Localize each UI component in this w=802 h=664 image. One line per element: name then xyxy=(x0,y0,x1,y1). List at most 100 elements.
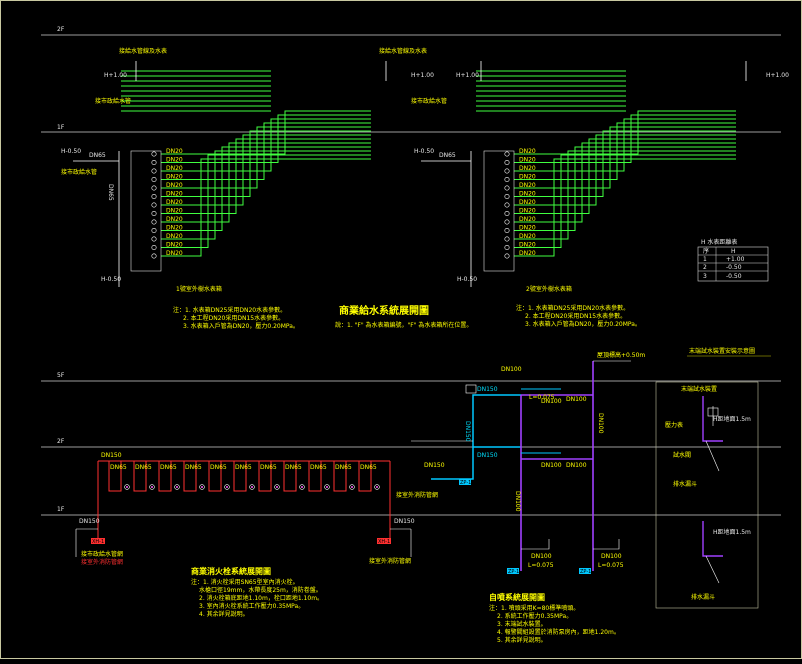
spr-end-top: L=0.075 xyxy=(529,394,555,401)
spr-pipe-6: DN100 xyxy=(541,462,562,469)
notes-right-block: 注：1. 水表箱DN25采用DN20水表參數。 2. 本工程DN20采用DN15… xyxy=(516,304,641,328)
note-right-2: 2. 本工程DN20采用DN15水表參數。 xyxy=(525,312,626,320)
detail-label-b: 壓力表 xyxy=(665,421,683,429)
legend-r1a: 1 xyxy=(703,256,707,263)
fh-branch-label: DN65 xyxy=(110,464,127,471)
fh-right-note: 接室外消防管網 xyxy=(369,557,411,565)
legend-r2b: -0.50 xyxy=(726,264,742,271)
detail-h2: H距地面1.5m xyxy=(713,528,751,536)
fh-note-5: 4. 其余詳見說明。 xyxy=(199,610,249,618)
spr-tag-box-3 xyxy=(459,479,471,485)
spr-pipe-5: DN100 xyxy=(566,462,587,469)
note-right-3: 3. 水表箱入戶管為DN20，壓力0.20MPa。 xyxy=(525,320,641,328)
branch-pipe-label: DN20 xyxy=(166,165,183,172)
spr-note-4: 4. 報警閥組設置於消防泵房內，距地1.20m。 xyxy=(497,628,620,636)
spr-tag-3: ZP-1 xyxy=(460,480,471,486)
main-pipe-left: DN65 xyxy=(89,152,106,159)
sprinkler-system: DN150 DN150 DN150 DN100 DN100 DN100 DN10… xyxy=(411,351,645,644)
fh-note-3: 2. 消火栓箱底距地1.10m，栓口距地1.10m。 xyxy=(199,594,323,602)
fh-left-note2: 接室外消防管網 xyxy=(81,558,123,566)
legend-r2a: 2 xyxy=(703,264,707,271)
branch-pipe-label: DN20 xyxy=(166,250,183,257)
fh-right-side-note: 接室外消防管網 xyxy=(396,491,438,499)
fh-pipe-left: DN150 xyxy=(79,518,100,525)
note-left-2: 2. 本工程DN20采用DN15水表參數。 xyxy=(183,314,284,322)
riser-left: DN65 xyxy=(107,184,114,201)
note-left-above: 接給水管線及水表 xyxy=(119,47,167,55)
main-title-note: 說：1. "F" 為水表箱編號，"F" 為水表箱所在位置。 xyxy=(335,321,472,329)
spr-bottom-2: DN100 xyxy=(601,553,622,560)
fh-branch-label: DN65 xyxy=(260,464,277,471)
detail-label-a: 末端試水裝置 xyxy=(681,385,717,393)
floor-label-1f-top: 1F xyxy=(57,124,65,131)
branch-pipe-label: DN20 xyxy=(519,233,536,240)
floor-label-1f: 1F xyxy=(57,506,65,513)
fh-branch-label: DN65 xyxy=(285,464,302,471)
detail-note-top: 末端試水裝置安裝示意圖 xyxy=(689,347,755,355)
water-meter-system-1: DN20DN20DN20DN20DN20DN20DN20DN20DN20DN20… xyxy=(61,47,447,293)
branch-pipe-label: DN20 xyxy=(519,208,536,215)
spr-pipe-1: DN150 xyxy=(477,386,498,393)
branch-pipe-label: DN20 xyxy=(166,191,183,198)
branch-pipe-label: DN20 xyxy=(166,182,183,189)
fh-left-note: 接市政給水管網 xyxy=(81,550,123,558)
spr-pipe-2: DN150 xyxy=(477,452,498,459)
branch-pipe-label: DN20 xyxy=(166,157,183,164)
branch-pipe-label: DN20 xyxy=(519,242,536,249)
fh-branch-label: DN65 xyxy=(160,464,177,471)
spr-pipe-4: DN100 xyxy=(566,396,587,403)
test-device-detail: 末端試水裝置安裝示意圖 末端試水裝置 H距地面1.5m 壓力表 試水閥 排水漏斗… xyxy=(655,347,771,609)
elev-left-mid: H-0.50 xyxy=(61,148,81,155)
branch-pipe-label: DN20 xyxy=(166,233,183,240)
caption-meter-box-2: 2號室外樹水表箱 xyxy=(526,285,572,293)
branch-pipe-label: DN20 xyxy=(519,250,536,257)
legend-r3a: 3 xyxy=(703,273,707,280)
spr-bottom-1: DN100 xyxy=(531,553,552,560)
fh-main-pipe: DN150 xyxy=(101,452,122,459)
fh-left-tag: XH-1 xyxy=(92,539,104,545)
fh-pipe-right: DN150 xyxy=(394,518,415,525)
floor-label-5f: 5F xyxy=(57,372,65,379)
branch-pipe-label: DN20 xyxy=(166,216,183,223)
branch-pipe-label: DN20 xyxy=(519,225,536,232)
elev-right-top: H+1.00 xyxy=(456,72,479,79)
legend-r1b: +1.00 xyxy=(726,256,745,263)
branch-pipe-label: DN20 xyxy=(166,242,183,249)
spr-label-c: DN100 xyxy=(597,413,604,434)
fh-branch-label: DN65 xyxy=(360,464,377,471)
branch-pipe-label: DN20 xyxy=(519,174,536,181)
note-left-1: 注：1. 水表箱DN25采用DN20水表參數。 xyxy=(173,306,286,314)
note-left-above-r2: 接市政給水管 xyxy=(411,97,447,105)
fh-branch-label: DN65 xyxy=(335,464,352,471)
elev-left-top-r: H+1.00 xyxy=(411,72,434,79)
branch-pipe-label: DN20 xyxy=(166,174,183,181)
branch-pipe-label: DN20 xyxy=(519,165,536,172)
spr-end-2: L=0.075 xyxy=(598,562,624,569)
spr-tag-box-1 xyxy=(507,568,519,574)
elev-left-top: H+1.00 xyxy=(104,72,127,79)
fh-branch-label: DN65 xyxy=(310,464,327,471)
branch-pipe-label: DN20 xyxy=(519,148,536,155)
fh-branch-label: DN65 xyxy=(185,464,202,471)
fh-branch-label: DN65 xyxy=(135,464,152,471)
branch-pipe-label: DN20 xyxy=(166,208,183,215)
spr-pipe-vert: DN150 xyxy=(464,421,471,442)
note-left-above2: 接市政給水管 xyxy=(95,97,131,105)
elev-right-top-r: H+1.00 xyxy=(766,72,789,79)
fh-note-2: 水槍口徑19mm，水帶長度25m，消防卷盤。 xyxy=(199,586,322,594)
spr-pipe-3: DN100 xyxy=(541,398,562,405)
spr-note-2: 2. 系統工作壓力0.35MPa。 xyxy=(497,612,572,620)
caption-meter-box-1: 1號室外樹水表箱 xyxy=(176,285,222,293)
elev-right-bot: H-0.50 xyxy=(457,276,477,283)
water-meter-system-2: DN20DN20DN20DN20DN20DN20DN20DN20DN20DN20… xyxy=(414,61,789,293)
detail-h1: H距地面1.5m xyxy=(713,415,751,423)
spr-left-note: DN150 xyxy=(424,462,445,469)
elev-left-bot: H-0.50 xyxy=(101,276,121,283)
detail-label-e: 排水漏斗 xyxy=(691,593,715,601)
fh-branch-label: DN65 xyxy=(210,464,227,471)
branch-pipe-label: DN20 xyxy=(519,191,536,198)
fh-note-1: 注：1. 消火栓采用SN65型室內消火栓。 xyxy=(191,578,299,586)
branch-pipe-label: DN20 xyxy=(519,199,536,206)
